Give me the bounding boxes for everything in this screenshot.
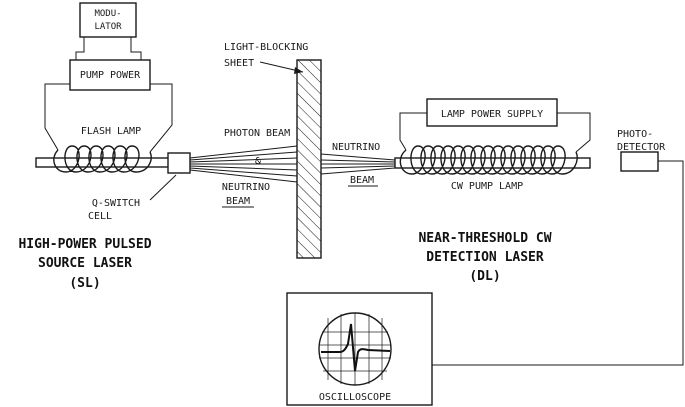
lamp-power-supply: LAMP POWER SUPPLY: [399, 98, 591, 153]
neutrino-beam-right: NEUTRINO BEAM: [320, 142, 396, 187]
q-switch-label-2: CELL: [88, 211, 112, 222]
lamp-power-supply-label: LAMP POWER SUPPLY: [441, 109, 543, 120]
flash-lamp-label: FLASH LAMP: [81, 126, 141, 137]
neutrino-right-label-1: NEUTRINO: [332, 142, 380, 153]
modulator-label-1: MODU-: [94, 9, 121, 19]
cw-pump-lamp-label: CW PUMP LAMP: [451, 181, 523, 192]
flash-lamp: FLASH LAMP: [35, 126, 171, 173]
light-blocking-label-1: LIGHT-BLOCKING: [224, 42, 308, 53]
source-laser-title: HIGH-POWER PULSED SOURCE LASER (SL): [18, 237, 151, 291]
light-blocking-sheet: LIGHT-BLOCKING SHEET: [224, 42, 322, 259]
neutrino-beam-label-2: BEAM: [226, 196, 250, 207]
detection-laser-title-3: (DL): [469, 269, 500, 284]
cw-pump-lamp: CW PUMP LAMP: [394, 145, 591, 192]
source-laser-title-3: (SL): [69, 276, 100, 291]
detection-laser-title-1: NEAR-THRESHOLD CW: [418, 231, 551, 246]
modulator: MODU- LATOR: [79, 2, 137, 38]
modulator-wires: [75, 37, 142, 60]
pump-power-box: PUMP POWER: [69, 59, 151, 91]
q-switch-label-1: Q-SWITCH: [92, 198, 140, 209]
ampersand-label: &: [255, 156, 261, 167]
detection-laser-title-2: DETECTION LASER: [426, 250, 544, 265]
detection-laser-title: NEAR-THRESHOLD CW DETECTION LASER (DL): [418, 231, 551, 284]
light-blocking-label-2: SHEET: [224, 58, 254, 69]
oscilloscope-trace: [321, 323, 391, 372]
modulator-label-2: LATOR: [94, 22, 122, 32]
photo-detector-label-1: PHOTO-: [617, 129, 653, 140]
photo-detector: PHOTO- DETECTOR: [432, 129, 684, 366]
neutrino-beam-label-1: NEUTRINO: [222, 182, 270, 193]
pump-power-label: PUMP POWER: [80, 70, 141, 81]
q-switch-cell: Q-SWITCH CELL: [88, 152, 191, 222]
oscilloscope: OSCILLOSCOPE: [286, 292, 433, 406]
source-laser-title-1: HIGH-POWER PULSED: [18, 237, 151, 252]
beam-fan: PHOTON BEAM & NEUTRINO BEAM: [189, 128, 298, 208]
photon-beam-label: PHOTON BEAM: [224, 128, 290, 139]
photo-detector-label-2: DETECTOR: [617, 142, 666, 153]
oscilloscope-label: OSCILLOSCOPE: [319, 392, 391, 403]
neutrino-right-label-2: BEAM: [350, 175, 374, 186]
source-laser-title-2: SOURCE LASER: [38, 256, 132, 271]
pump-power-wires: [44, 83, 173, 153]
